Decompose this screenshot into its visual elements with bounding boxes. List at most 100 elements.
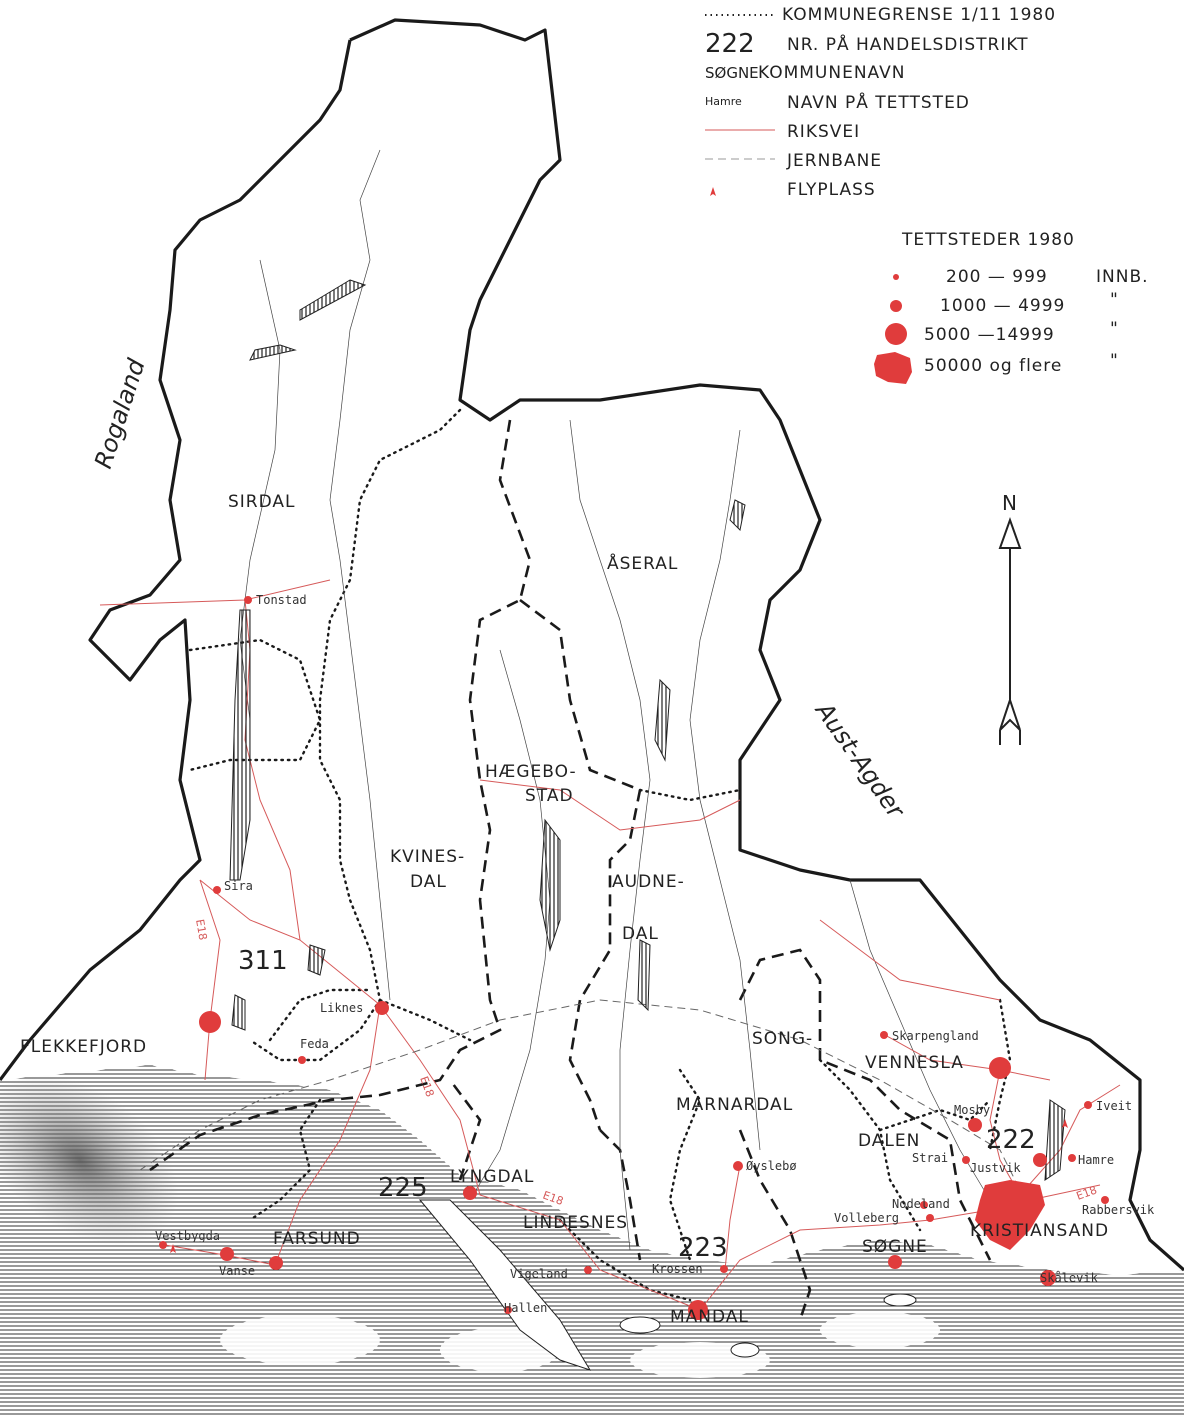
legend-size-title: TETTSTEDER 1980 — [901, 230, 1075, 250]
settlement-vigeland — [584, 1266, 592, 1274]
label-aseral: ÅSERAL — [607, 552, 678, 574]
district-311: 311 — [238, 946, 288, 976]
legend-label-flyplass: FLYPLASS — [787, 180, 876, 200]
region-label-rogaland: Rogaland — [89, 355, 151, 472]
legend-label-kommunenavn: KOMMUNENAVN — [758, 63, 905, 83]
sea-hatching — [0, 1065, 1184, 1416]
legend-size-unit-0: INNB. — [1096, 267, 1149, 287]
legend-size-dot-medium — [890, 300, 902, 312]
settlements — [159, 596, 1109, 1320]
settlement-nodeland — [920, 1201, 928, 1209]
rivers — [239, 149, 991, 1251]
legend-size-dot-small — [893, 274, 899, 280]
town-liknes: Liknes — [320, 1001, 363, 1015]
town-rabbersvik: Rabbersvik — [1082, 1203, 1155, 1217]
settlement-kristiansand — [975, 1180, 1045, 1250]
town-mosby: Mosby — [954, 1103, 990, 1117]
settlement-sogne — [888, 1255, 902, 1269]
town-hallen: Hallen — [504, 1301, 547, 1315]
settlement-oyslebo — [733, 1161, 743, 1171]
town-feda: Feda — [300, 1037, 329, 1051]
legend-size-range-0: 200 — 999 — [946, 267, 1048, 287]
legend-size-blob-xlarge — [874, 352, 912, 384]
settlement-strai — [962, 1156, 970, 1164]
settlement-krossen — [720, 1265, 728, 1273]
legend-size-range-3: 50000 og flere — [924, 356, 1062, 376]
legend-label-jernbane: JERNBANE — [786, 151, 882, 171]
town-volleberg: Volleberg — [834, 1211, 899, 1225]
legend-symbol-tettsted: Hamre — [705, 95, 742, 108]
settlement-sira — [213, 886, 221, 894]
settlement-feda — [298, 1056, 306, 1064]
legend-size-unit-2: " — [1110, 319, 1119, 339]
town-justvik: Justvik — [970, 1161, 1021, 1175]
town-vigeland: Vigeland — [510, 1267, 568, 1281]
county-land — [0, 20, 1184, 1275]
legend: KOMMUNEGRENSE 1/11 1980 222 NR. PÅ HANDE… — [705, 5, 1149, 384]
region-label-aust-agder: Aust-Agder — [809, 696, 911, 825]
district-boundaries — [149, 419, 992, 1321]
islands — [418, 1199, 917, 1371]
label-audnedal-2: DAL — [622, 924, 659, 944]
settlement-tonstad — [244, 596, 252, 604]
municipality-labels: SIRDAL ÅSERAL HÆGEBO- STAD KVINES- DAL A… — [20, 492, 1109, 1327]
settlement-mandal — [688, 1300, 708, 1320]
settlement-skarpengland — [880, 1031, 888, 1039]
settlement-farsund — [269, 1256, 283, 1270]
settlement-vanse — [220, 1247, 234, 1261]
town-nodeland: Nodeland — [892, 1197, 950, 1211]
label-haegebostad-1: HÆGEBO- — [485, 762, 577, 782]
town-hamre: Hamre — [1078, 1153, 1114, 1167]
town-sira: Sira — [224, 879, 253, 893]
legend-label-riksvei: RIKSVEI — [787, 122, 860, 142]
plane-icon — [710, 187, 716, 196]
settlement-flekkefjord — [199, 1011, 221, 1033]
label-flekkefjord: FLEKKEFJORD — [20, 1037, 147, 1057]
town-tonstad: Tonstad — [256, 593, 307, 607]
settlement-volleberg — [926, 1214, 934, 1222]
label-lindesnes: LINDESNES — [523, 1213, 628, 1233]
county-border — [0, 18, 1184, 1272]
label-vennesla: VENNESLA — [865, 1053, 964, 1073]
town-skarpengland: Skarpengland — [892, 1029, 979, 1043]
label-kvinesdal-2: DAL — [410, 872, 447, 892]
district-225: 225 — [378, 1173, 428, 1203]
north-label: N — [1002, 491, 1017, 515]
settlement-vennesla — [989, 1057, 1011, 1079]
label-sirdal: SIRDAL — [228, 492, 296, 512]
north-arrow: N — [998, 491, 1022, 745]
settlement-justvik — [1033, 1153, 1047, 1167]
town-iveit: Iveit — [1096, 1099, 1132, 1113]
district-223: 223 — [678, 1233, 728, 1263]
legend-size-range-1: 1000 — 4999 — [940, 296, 1065, 316]
label-mandal: MANDAL — [670, 1307, 749, 1327]
district-222: 222 — [986, 1125, 1036, 1155]
label-audnedal-1: AUDNE- — [612, 872, 685, 892]
legend-size-unit-1: " — [1110, 290, 1119, 310]
label-sogne: SØGNE — [862, 1237, 928, 1257]
legend-label-tettsted: NAVN PÅ TETTSTED — [787, 91, 970, 113]
label-haegebostad-2: STAD — [525, 786, 574, 806]
town-skalevik: Skålevik — [1040, 1271, 1099, 1285]
airport-icon-kjevik — [1062, 1119, 1068, 1128]
label-farsund: FARSUND — [273, 1229, 361, 1249]
town-vestbygda: Vestbygda — [155, 1229, 220, 1243]
legend-symbol-kommunenavn: SØGNE — [705, 64, 759, 82]
label-songdalen-2: DALEN — [858, 1131, 920, 1151]
label-marnardal: MARNARDAL — [676, 1095, 793, 1115]
settlement-rabbersvik — [1101, 1196, 1109, 1204]
label-kristiansand: KRISTIANSAND — [970, 1221, 1109, 1241]
town-krossen: Krossen — [652, 1262, 703, 1276]
town-vanse: Vanse — [219, 1264, 255, 1278]
settlement-skalevik — [1040, 1270, 1056, 1286]
settlement-hallen — [504, 1306, 512, 1314]
district-numbers: 311 225 223 222 — [238, 946, 1036, 1263]
legend-size-unit-3: " — [1110, 351, 1119, 371]
settlement-hamre — [1068, 1154, 1076, 1162]
legend-symbol-district: 222 — [705, 29, 755, 59]
legend-size-dot-large — [885, 323, 907, 345]
label-lyngdal: LYNGDAL — [450, 1167, 534, 1187]
town-oyslebo: Øyslebø — [746, 1159, 797, 1173]
legend-label-kommunegrense: KOMMUNEGRENSE 1/11 1980 — [782, 5, 1056, 25]
